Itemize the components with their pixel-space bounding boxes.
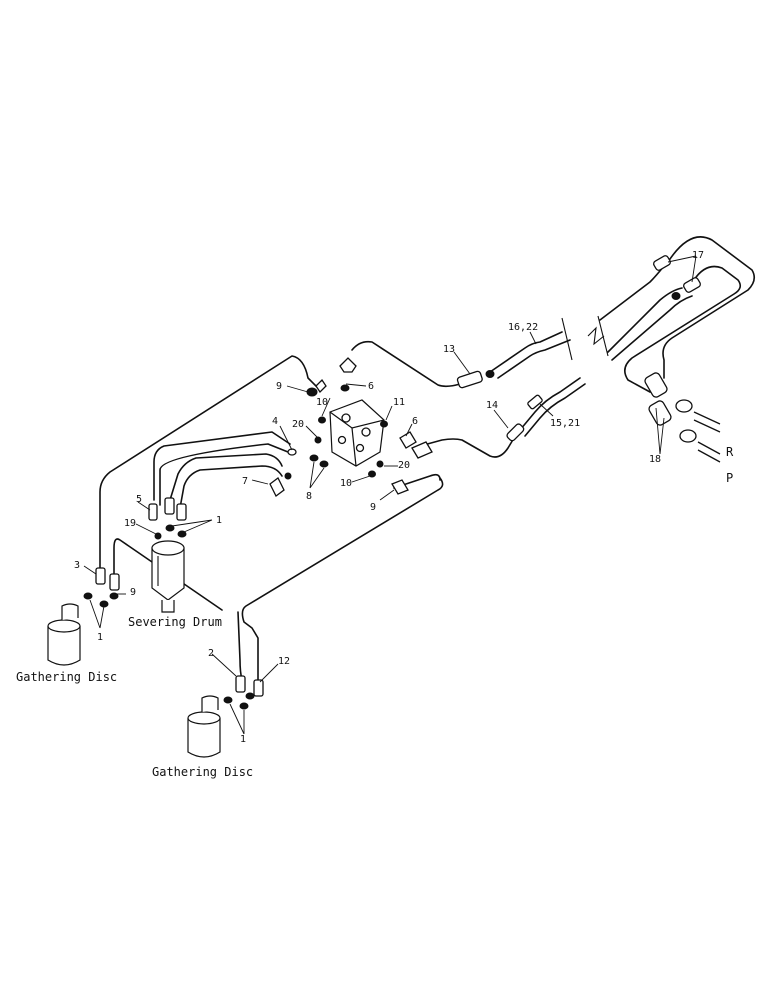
hose-drum-a [169, 453, 283, 501]
callout-labels: 9 10 6 11 4 20 6 7 8 20 10 9 5 19 1 3 9 … [74, 250, 704, 745]
hose-9-lower [393, 473, 441, 489]
gathering-disc-bottom [187, 695, 221, 758]
callout-1-bottom: 1 [240, 734, 246, 745]
callout-5: 5 [136, 494, 142, 505]
hose-drum-b [179, 465, 283, 509]
callout-16-22: 16,22 [508, 322, 538, 333]
severing-drum [151, 540, 185, 613]
callout-1-drum: 1 [216, 515, 222, 526]
callout-19: 19 [124, 518, 136, 529]
hose-valve-to-14 [419, 437, 515, 458]
gathering-disc-bottom-label: Gathering Disc [152, 765, 253, 779]
callout-8: 8 [306, 491, 312, 502]
hose-bottom-disc-drop [237, 611, 243, 681]
callout-12: 12 [278, 656, 290, 667]
leader-lines [83, 255, 697, 735]
hose-16-22-upper [497, 339, 571, 379]
callout-4: 4 [272, 416, 278, 427]
callout-1-left: 1 [97, 632, 103, 643]
hose-routing [99, 236, 756, 681]
callout-10-bottom: 10 [340, 478, 352, 489]
callout-20-left: 20 [292, 419, 304, 430]
callout-10-top: 10 [316, 397, 328, 408]
callout-17: 17 [692, 250, 704, 261]
control-valve [329, 399, 385, 467]
hose-loop-right-inner [624, 265, 742, 393]
callout-9-left: 9 [130, 587, 136, 598]
hose-16-22-lower [489, 331, 563, 373]
component-captions: Severing Drum Gathering Disc Gathering D… [16, 445, 734, 779]
gathering-disc-left-label: Gathering Disc [16, 670, 117, 684]
gathering-disc-left [47, 603, 81, 666]
hose-break-to-17-b [607, 287, 683, 353]
hose-break-to-17-c [611, 295, 693, 361]
port-p-label: P [726, 471, 733, 485]
callout-13: 13 [443, 344, 455, 355]
hose-long-to-bottom-disc-2 [113, 538, 223, 611]
severing-drum-label: Severing Drum [128, 615, 222, 629]
callout-20-right: 20 [398, 460, 410, 471]
callout-18: 18 [649, 454, 661, 465]
hose-valve-to-left-disc-inner [159, 443, 289, 506]
hose-break-symbol [561, 315, 609, 361]
callout-6-right: 6 [412, 416, 418, 427]
callout-7: 7 [242, 476, 248, 487]
callout-9-bottom: 9 [370, 502, 376, 513]
fittings [83, 255, 721, 710]
hose-drum-c [153, 431, 291, 501]
hose-valve-to-hose13 [351, 340, 461, 388]
hose-valve-to-left-disc-outer [99, 355, 319, 571]
hose-15-21-b [524, 383, 586, 437]
callout-15-21: 15,21 [550, 418, 580, 429]
callout-2: 2 [208, 648, 214, 659]
callout-6-top: 6 [368, 381, 374, 392]
callout-3: 3 [74, 560, 80, 571]
hose-15-21-a [519, 377, 581, 431]
hose-break-to-17-a [599, 265, 665, 321]
callout-9-top: 9 [276, 381, 282, 392]
port-r-label: R [726, 445, 734, 459]
callout-11: 11 [393, 397, 405, 408]
hose-loop-right-outer [662, 236, 756, 379]
hose-valve-to-bottom-disc [241, 477, 444, 681]
callout-14: 14 [486, 400, 498, 411]
